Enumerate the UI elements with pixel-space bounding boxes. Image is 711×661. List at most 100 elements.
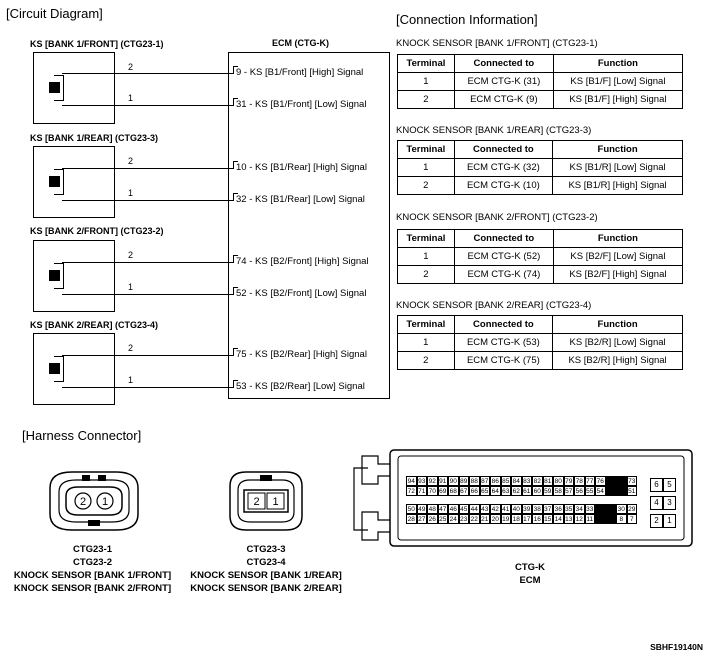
cell: ECM CTG-K (53) [453,333,554,352]
sensor-label-b1-rear: KS [BANK 1/REAR] (CTG23-3) [30,133,159,143]
cell: 1 [397,333,455,352]
ecm-pin-8: 8 [616,514,627,524]
ecm-pin-13: 13 [563,514,574,524]
caption-line: KNOCK SENSOR [BANK 2/FRONT] [13,583,172,594]
cell: KS [B2/R] [High] Signal [552,351,683,370]
cell: 1 [397,158,455,177]
ecm-pin-56: 56 [574,486,585,496]
connector-ctg23-1-2: 2 1 [49,471,139,531]
pin-2-label: 2 [253,496,259,508]
pin-high-b1-rear: 2 [128,156,134,166]
ecm-pin-22: 22 [469,514,480,524]
ecm-pin-64: 64 [490,486,501,496]
signal-b2-rear-low: 53 - KS [B2/Rear] [Low] Signal [236,381,365,392]
ecm-pin-25: 25 [437,514,448,524]
ecm-pin-79: 79 [563,476,574,486]
sensor-label-b1-front: KS [BANK 1/FRONT] (CTG23-1) [30,39,164,49]
header-function: Function [552,229,684,248]
ecm-pin-33: 33 [584,504,595,514]
ecm-pin-3: 3 [663,496,676,510]
signal-b2-rear-high: 75 - KS [B2/Rear] [High] Signal [236,349,367,360]
cell: KS [B1/R] [High] Signal [552,176,683,195]
cell: ECM CTG-K (52) [453,247,554,266]
ecm-pin-23: 23 [458,514,469,524]
ecm-pin-40: 40 [511,504,522,514]
header-function: Function [552,315,683,334]
ecm-pin-36: 36 [553,504,564,514]
signal-b1-front-high: 9 - KS [B1/Front] [High] Signal [236,67,364,78]
ecm-pin-94: 94 [406,476,417,486]
ecm-pin-27: 27 [416,514,427,524]
ecm-pin-blank [616,476,627,486]
ecm-pin-17: 17 [521,514,532,524]
signal-b1-front-low: 31 - KS [B1/Front] [Low] Signal [236,99,367,110]
ecm-pin-90: 90 [448,476,459,486]
ecm-pin-24: 24 [448,514,459,524]
signal-b2-front-low: 52 - KS [B2/Front] [Low] Signal [236,288,367,299]
cell: ECM CTG-K (10) [453,176,554,195]
signal-b2-front-high: 74 - KS [B2/Front] [High] Signal [236,256,369,267]
ecm-pin-blank [605,486,616,496]
ecm-pin-66: 66 [469,486,480,496]
ecm-pin-61: 61 [521,486,532,496]
ecm-pin-77: 77 [584,476,595,486]
ecm-pin-81: 81 [542,476,553,486]
sensor-bracket [54,356,64,382]
ecm-pin-62: 62 [511,486,522,496]
ecm-pin-4: 4 [650,496,663,510]
document-code: SBHF19140N [650,642,703,652]
caption-line: CTG23-3 [246,544,286,555]
sensor-element-icon [49,363,60,374]
terminal-tick [233,380,238,388]
ecm-pin-71: 71 [416,486,427,496]
pin-low-b1-rear: 1 [128,188,134,198]
connector-caption-mid: CTG23-3 CTG23-4 KNOCK SENSOR [BANK 1/REA… [176,543,356,595]
sensor-box-b2-front [33,240,115,312]
table-title-b2-front: KNOCK SENSOR [BANK 2/FRONT] (CTG23-2) [396,212,598,223]
sensor-bracket [54,75,64,101]
ecm-label: ECM (CTG-K) [272,38,329,48]
table-title-b1-rear: KNOCK SENSOR [BANK 1/REAR] (CTG23-3) [396,125,592,136]
ecm-pin-51: 51 [626,486,637,496]
cell: ECM CTG-K (32) [453,158,554,177]
cell: ECM CTG-K (74) [453,265,554,284]
ecm-pin-42: 42 [490,504,501,514]
ecm-pin-67: 67 [458,486,469,496]
ecm-pin-55: 55 [584,486,595,496]
cell: ECM CTG-K (9) [453,90,554,109]
ecm-pin-89: 89 [458,476,469,486]
cell: KS [B2/R] [Low] Signal [552,333,683,352]
cell: ECM CTG-K (75) [453,351,554,370]
ecm-pin-19: 19 [500,514,511,524]
ecm-pin-60: 60 [532,486,543,496]
ecm-pin-16: 16 [532,514,543,524]
wire-low-b1-front [62,105,233,106]
ecm-pin-54: 54 [595,486,606,496]
ecm-pin-12: 12 [574,514,585,524]
ecm-pin-48: 48 [427,504,438,514]
header-function: Function [552,54,684,73]
ecm-pin-47: 47 [437,504,448,514]
wire-low-b2-rear [62,387,233,388]
wire-high-b2-front [62,262,233,263]
connector-ctg23-3-4: 2 1 [229,471,303,531]
pin-high-b2-rear: 2 [128,343,134,353]
ecm-pin-7: 7 [626,514,637,524]
caption-line: CTG23-4 [246,557,286,568]
ecm-pin-29: 29 [626,504,637,514]
ecm-pin-blank [616,486,627,496]
terminal-tick [233,161,238,169]
ecm-pin-72: 72 [406,486,417,496]
ecm-pin-80: 80 [553,476,564,486]
pin-low-b2-front: 1 [128,282,134,292]
wire-high-b2-rear [62,355,233,356]
header-terminal: Terminal [397,54,455,73]
